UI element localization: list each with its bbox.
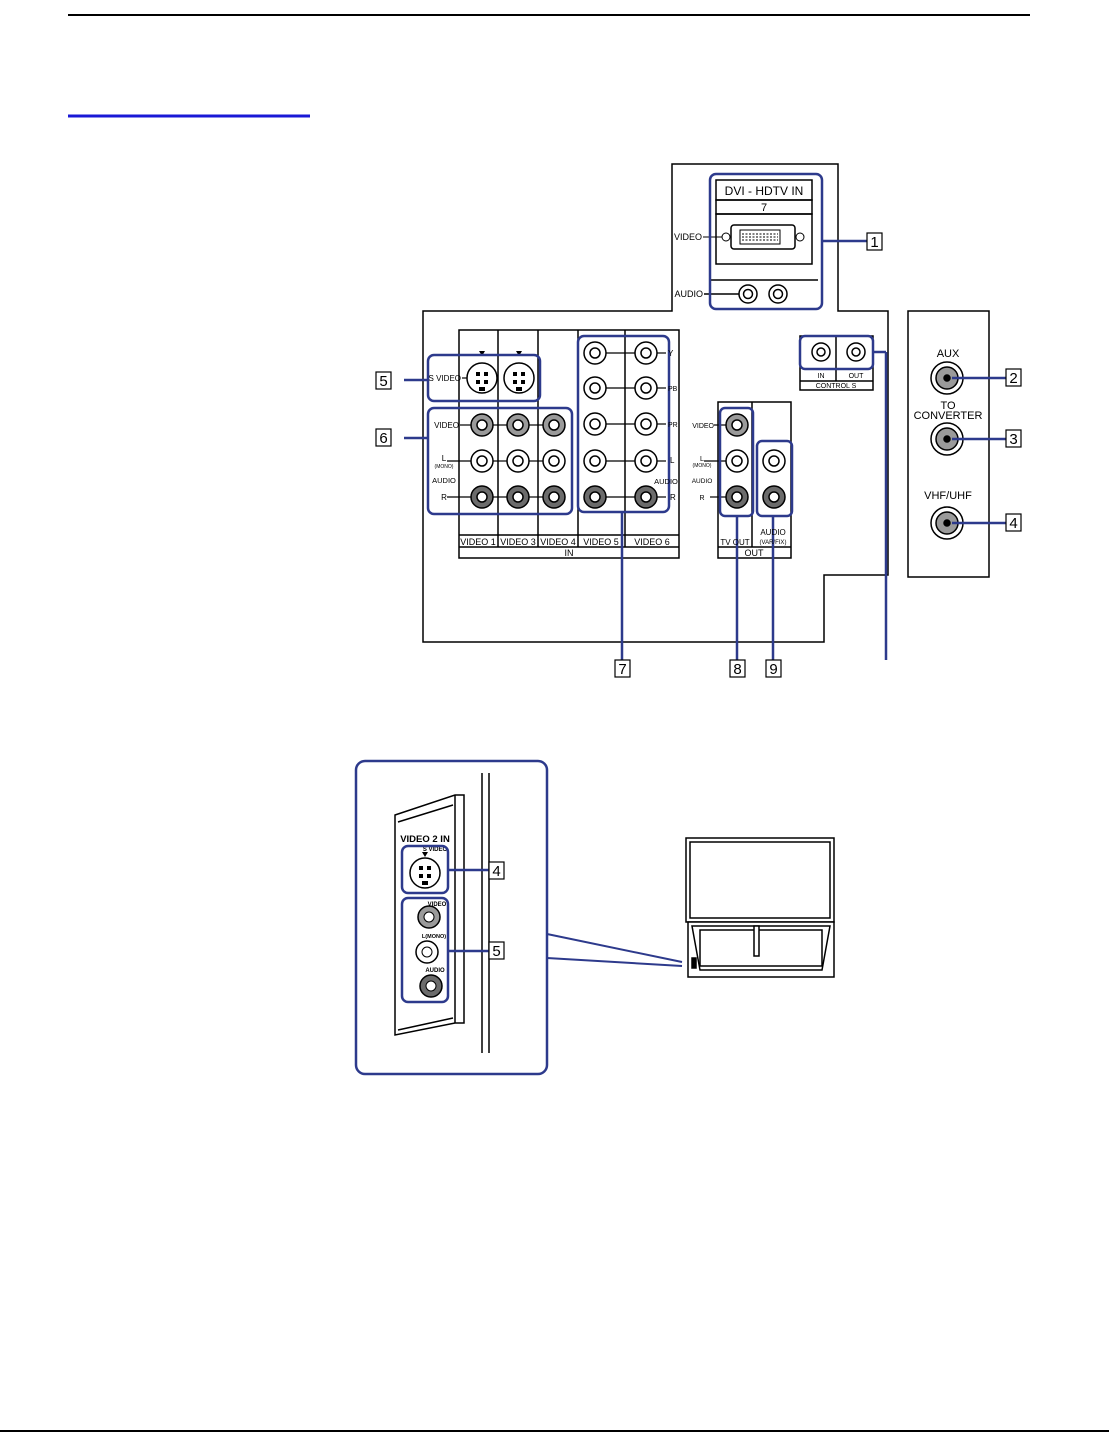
antenna-connectors [931, 362, 963, 539]
input-name-video-4: VIDEO 4 [540, 537, 576, 547]
callout-9: 9 [769, 661, 777, 678]
callout-6: 6 [379, 430, 387, 447]
out-video-label: VIDEO [692, 423, 714, 430]
comp-audio-label: AUDIO [654, 477, 678, 486]
out-audio-label: AUDIO [692, 478, 713, 485]
callout-1: 1 [870, 234, 878, 251]
out-label: OUT [745, 548, 765, 558]
comp-r-label: R [670, 493, 676, 502]
callout-3: 3 [1009, 431, 1017, 448]
in-label: IN [565, 548, 574, 558]
out-mono-label: (MONO) [693, 463, 712, 469]
tv-front-illustration [686, 838, 834, 977]
s-video-label: S VIDEO [429, 374, 461, 383]
comp-l-label: L [670, 456, 675, 465]
callout-8: 8 [733, 661, 741, 678]
control-s-out-label: OUT [849, 373, 865, 380]
rear-panel [423, 164, 989, 642]
input-name-video-6: VIDEO 6 [634, 537, 670, 547]
vhf-uhf-label: VHF/UHF [924, 490, 972, 502]
out-r-label: R [699, 495, 704, 502]
audio-var-label: AUDIO [760, 528, 785, 537]
callout-2: 2 [1009, 370, 1017, 387]
control-s-name: CONTROL S [816, 383, 857, 390]
dvi-title: DVI - HDTV IN [725, 184, 804, 198]
callout-5: 5 [379, 373, 387, 390]
callout-4: 4 [1009, 515, 1017, 532]
side-l-mono-label: L(MONO) [422, 934, 446, 940]
comp-pr-label: PR [668, 422, 678, 429]
comp-y-label: Y [668, 349, 674, 358]
row-video-label: VIDEO [434, 421, 459, 430]
var-fix-label: (VAR/FIX) [760, 540, 787, 546]
tv-out-label: TV OUT [720, 538, 749, 547]
input-name-video-3: VIDEO 3 [500, 537, 536, 547]
side-panel-inset: VIDEO 2 IN S VIDEO VIDEO L(MONO) AUDIO 4… [356, 761, 547, 1074]
out-l-label: L [700, 456, 704, 463]
input-name-video-1: VIDEO 1 [460, 537, 496, 547]
dvi-connector [703, 225, 804, 249]
inset-frame [356, 761, 547, 1074]
dvi-audio-jacks [704, 285, 787, 303]
comp-pb-label: PB [668, 386, 678, 393]
side-callout-4: 4 [492, 863, 500, 880]
converter-label: CONVERTER [914, 410, 983, 422]
out-jacks [704, 414, 785, 508]
dvi-audio-label: AUDIO [674, 289, 703, 299]
side-audio-label: AUDIO [425, 968, 445, 974]
dvi-number: 7 [761, 202, 767, 214]
input-name-video-5: VIDEO 5 [583, 537, 619, 547]
row-r-label: R [441, 493, 447, 502]
callout-7: 7 [618, 661, 626, 678]
dvi-video-label: VIDEO [674, 232, 702, 242]
rear-panel-outline [423, 164, 888, 642]
side-panel-title: VIDEO 2 IN [400, 834, 450, 845]
control-s-in-label: IN [818, 373, 825, 380]
row-mono-label: (MONO) [435, 464, 454, 470]
aux-label: AUX [937, 348, 960, 360]
side-callout-5: 5 [492, 943, 500, 960]
control-s-jacks [812, 343, 865, 361]
rca-jacks-video-1-3-4 [447, 414, 565, 508]
row-audio-label: AUDIO [432, 476, 456, 485]
zoom-lines [547, 934, 682, 966]
row-l-label: L [442, 454, 447, 463]
